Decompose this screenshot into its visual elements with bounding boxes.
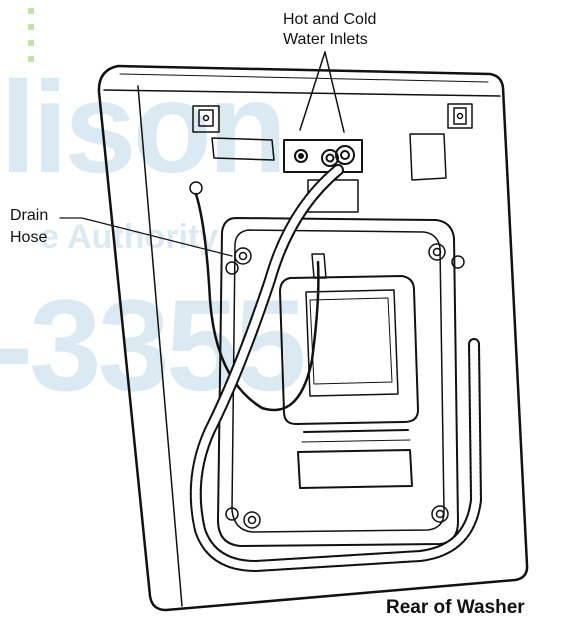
watermark-dot (28, 40, 34, 46)
hose-clip (225, 261, 239, 275)
watermark-text: e Authority (40, 218, 219, 256)
cabinet-outline (97, 64, 529, 612)
lower-slot (303, 429, 409, 433)
lower-slot (301, 439, 411, 443)
watermark-text: -3355 (0, 272, 306, 418)
drain-label-line1: Drain (10, 207, 49, 224)
watermark-dot (28, 24, 34, 30)
watermark-dot (28, 56, 34, 62)
hose-clip (451, 255, 465, 269)
left-bracket (192, 105, 220, 133)
power-cord-plug (311, 253, 327, 279)
cabinet-left-side (137, 85, 183, 607)
corner-bolt (431, 505, 449, 523)
drain-callout-line (59, 217, 233, 257)
watermark-text: lison (0, 54, 287, 200)
hose-clip (225, 507, 239, 521)
motor-housing (279, 275, 419, 425)
cabinet-top-edge (103, 89, 501, 97)
motor-housing-step (309, 297, 393, 385)
corner-bolt (428, 243, 446, 261)
right-bracket (447, 103, 473, 129)
rear-panel-frame (217, 217, 459, 547)
inlets-callout-line (324, 51, 345, 133)
motor-housing-inner (305, 289, 399, 397)
water-inlet-plate (283, 139, 363, 173)
power-cord (194, 192, 320, 412)
cabinet-top-lip (119, 73, 489, 83)
corner-bolt (234, 247, 252, 265)
rear-panel-inner-frame (231, 229, 445, 533)
inlets-label-line1: Hot and Cold (283, 11, 377, 28)
inlets-label-line2: Water Inlets (283, 31, 368, 48)
lower-access-panel (297, 449, 413, 489)
drain-label-line2: Hose (10, 229, 48, 246)
inlets-callout-line (299, 51, 326, 131)
upper-left-vent (211, 137, 275, 161)
hose-clip (189, 181, 203, 195)
upper-right-panel (409, 133, 447, 181)
diagram-caption: Rear of Washer (386, 597, 525, 618)
corner-bolt (243, 511, 261, 529)
watermark-dot (28, 8, 34, 14)
